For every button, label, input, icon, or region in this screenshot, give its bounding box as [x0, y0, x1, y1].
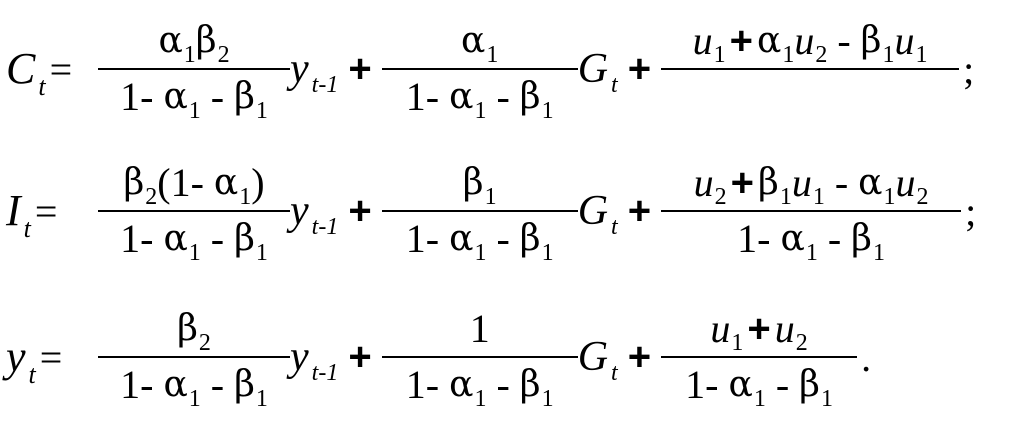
lhs-subscript: t [23, 214, 31, 243]
lhs: y t = [6, 332, 98, 390]
plus-sign: + [627, 334, 652, 379]
plus-sign: + [348, 188, 372, 233]
lhs-variable: C [6, 44, 36, 93]
lhs: I t = [6, 186, 98, 244]
plus-sign: + [627, 46, 652, 91]
lhs-subscript: t [28, 360, 36, 389]
plus-sign: + [348, 334, 372, 379]
equals-sign: = [34, 188, 58, 234]
numerator: 1 [381, 302, 578, 358]
semicolon: ; [965, 188, 977, 234]
lhs-variable: I [6, 186, 21, 235]
semicolon: ; [963, 46, 975, 92]
period: . [861, 334, 872, 380]
equals-sign: = [39, 334, 63, 380]
plus-sign: + [627, 188, 652, 233]
plus-sign: + [348, 46, 372, 91]
lhs: C t = [6, 44, 98, 102]
equals-sign: = [49, 46, 73, 92]
lhs-variable: y [6, 332, 26, 381]
lhs-subscript: t [38, 72, 46, 101]
